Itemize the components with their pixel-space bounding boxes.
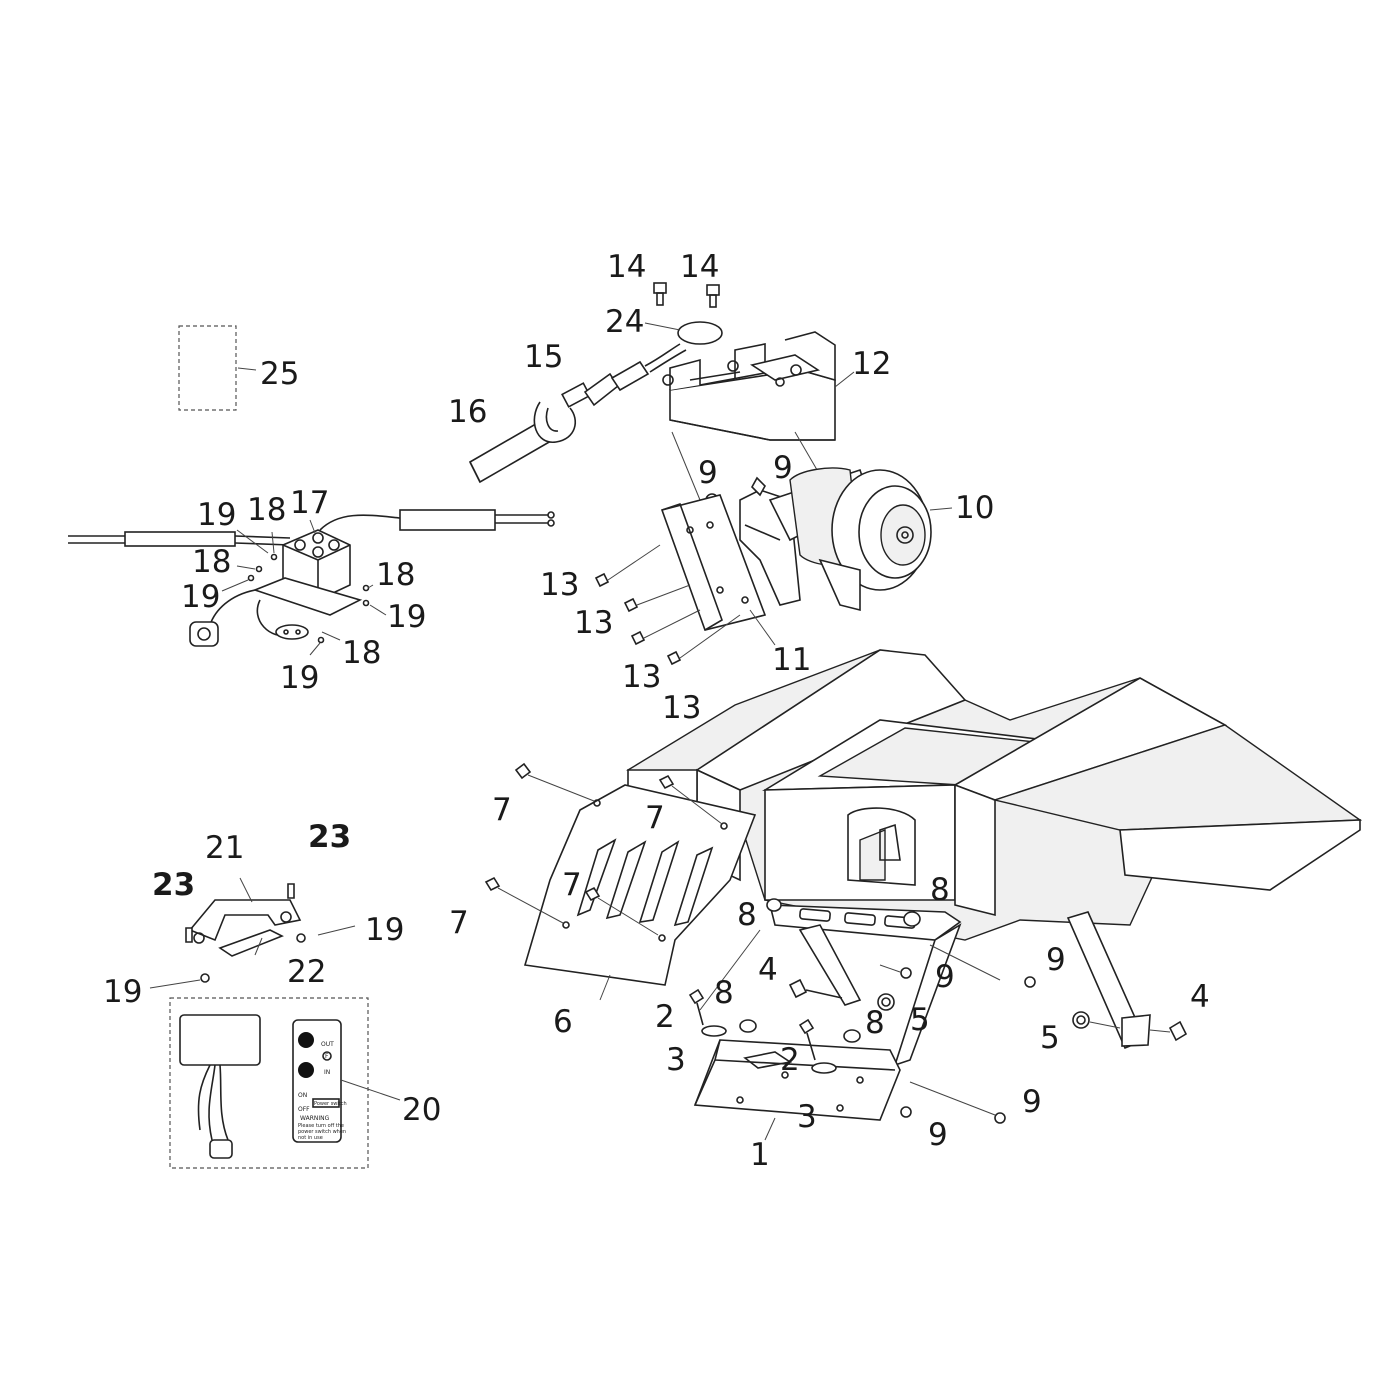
callout-8-lower-left: 8 [714,975,734,1011]
callout-13-d: 13 [662,690,701,726]
remote-on-label: ON [298,1092,307,1099]
callout-17: 17 [290,485,329,521]
callout-3-right: 3 [797,1099,817,1135]
remote-kit: OUT F IN ON OFF Power switch WARNING Ple… [169,997,401,1169]
callout-19-bracket-right: 19 [365,912,404,948]
callout-7-top-right: 7 [645,800,665,836]
callout-19-top: 19 [197,497,236,533]
fasteners [788,964,1188,1124]
callout-18-top: 18 [247,492,286,528]
callout-18-bottom: 18 [342,635,381,671]
callout-23-left: 23 [152,867,195,903]
mounting-bar [766,898,962,941]
bolt-14-left [653,282,667,306]
skid-plate [523,784,757,1001]
remote-warn-line1: Please turn off the [298,1123,344,1129]
callout-9-top-right: 9 [773,450,793,486]
bolts-13 [594,544,741,666]
remote-out-label: OUT [321,1041,334,1048]
callout-8-lower-right: 8 [865,1005,885,1041]
remote-mid-label: F [325,1053,329,1060]
callout-9-top-left: 9 [698,455,718,491]
callout-7-bottom-left: 7 [449,905,469,941]
remote-warning-label: WARNING [300,1115,330,1122]
callout-14-right: 14 [680,249,719,285]
callout-9-bottom-right: 9 [1022,1084,1042,1120]
callout-5-right: 5 [1040,1020,1060,1056]
remote-bracket [149,877,356,989]
vehicle-frame [626,649,1363,941]
remote-power-label: Power switch [314,1101,347,1107]
bolts-7 [484,762,723,936]
fairlead-bracket [662,331,855,501]
remote-off-label: OFF [298,1106,310,1113]
callout-18-right: 18 [376,557,415,593]
callout-5-center: 5 [910,1002,930,1038]
remote-in-label: IN [324,1069,330,1076]
callout-10: 10 [955,490,994,526]
callout-3-left: 3 [666,1042,686,1078]
remote-warn-line3: not in use [298,1135,323,1141]
bolts-and-washers [688,988,861,1074]
callout-23-right: 23 [308,819,351,855]
callout-13-b: 13 [574,605,613,641]
callout-8-left: 8 [737,897,757,933]
callout-14-left: 14 [607,249,646,285]
callout-13-a: 13 [540,567,579,603]
winch-mount-tray [693,1039,901,1141]
bolt-14-right [706,284,720,308]
callout-12: 12 [852,346,891,382]
callout-13-c: 13 [622,659,661,695]
callout-15: 15 [524,339,563,375]
callout-4-center: 4 [758,952,778,988]
callout-1: 1 [750,1137,770,1173]
callout-2-left: 2 [655,999,675,1035]
hook-strap-assembly [468,321,723,484]
callout-7-bottom-right: 7 [562,867,582,903]
callout-21: 21 [205,830,244,866]
callout-19-bottom: 19 [280,660,319,696]
callout-16: 16 [448,394,487,430]
side-struts [699,911,1151,1067]
callout-9-mid: 9 [935,959,955,995]
callout-19-right: 19 [387,599,426,635]
callout-6: 6 [553,1004,573,1040]
callout-19-bracket-left: 19 [103,974,142,1010]
callout-labels: 1 2 2 3 3 4 4 5 5 6 7 7 7 7 8 8 8 8 9 9 … [103,249,1210,1173]
mount-plate [660,494,776,646]
callout-24: 24 [605,304,644,340]
winch-motor [705,467,953,612]
callout-9-right: 9 [1046,942,1066,978]
callout-7-top-left: 7 [492,792,512,828]
callout-11: 11 [772,642,811,678]
callout-2-right: 2 [780,1042,800,1078]
callout-19-left: 19 [181,579,220,615]
callout-8-right: 8 [930,872,950,908]
callout-25: 25 [260,356,299,392]
solenoid-wiring-assembly [68,509,555,656]
remote-handset [292,1019,342,1143]
remote-warn-line2: power switch when [298,1129,346,1135]
manual-sheet [178,325,257,411]
callout-22: 22 [287,954,326,990]
callout-20: 20 [402,1092,441,1128]
callout-18-left: 18 [192,544,231,580]
callout-9-bottom: 9 [928,1117,948,1153]
callout-4-right: 4 [1190,979,1210,1015]
